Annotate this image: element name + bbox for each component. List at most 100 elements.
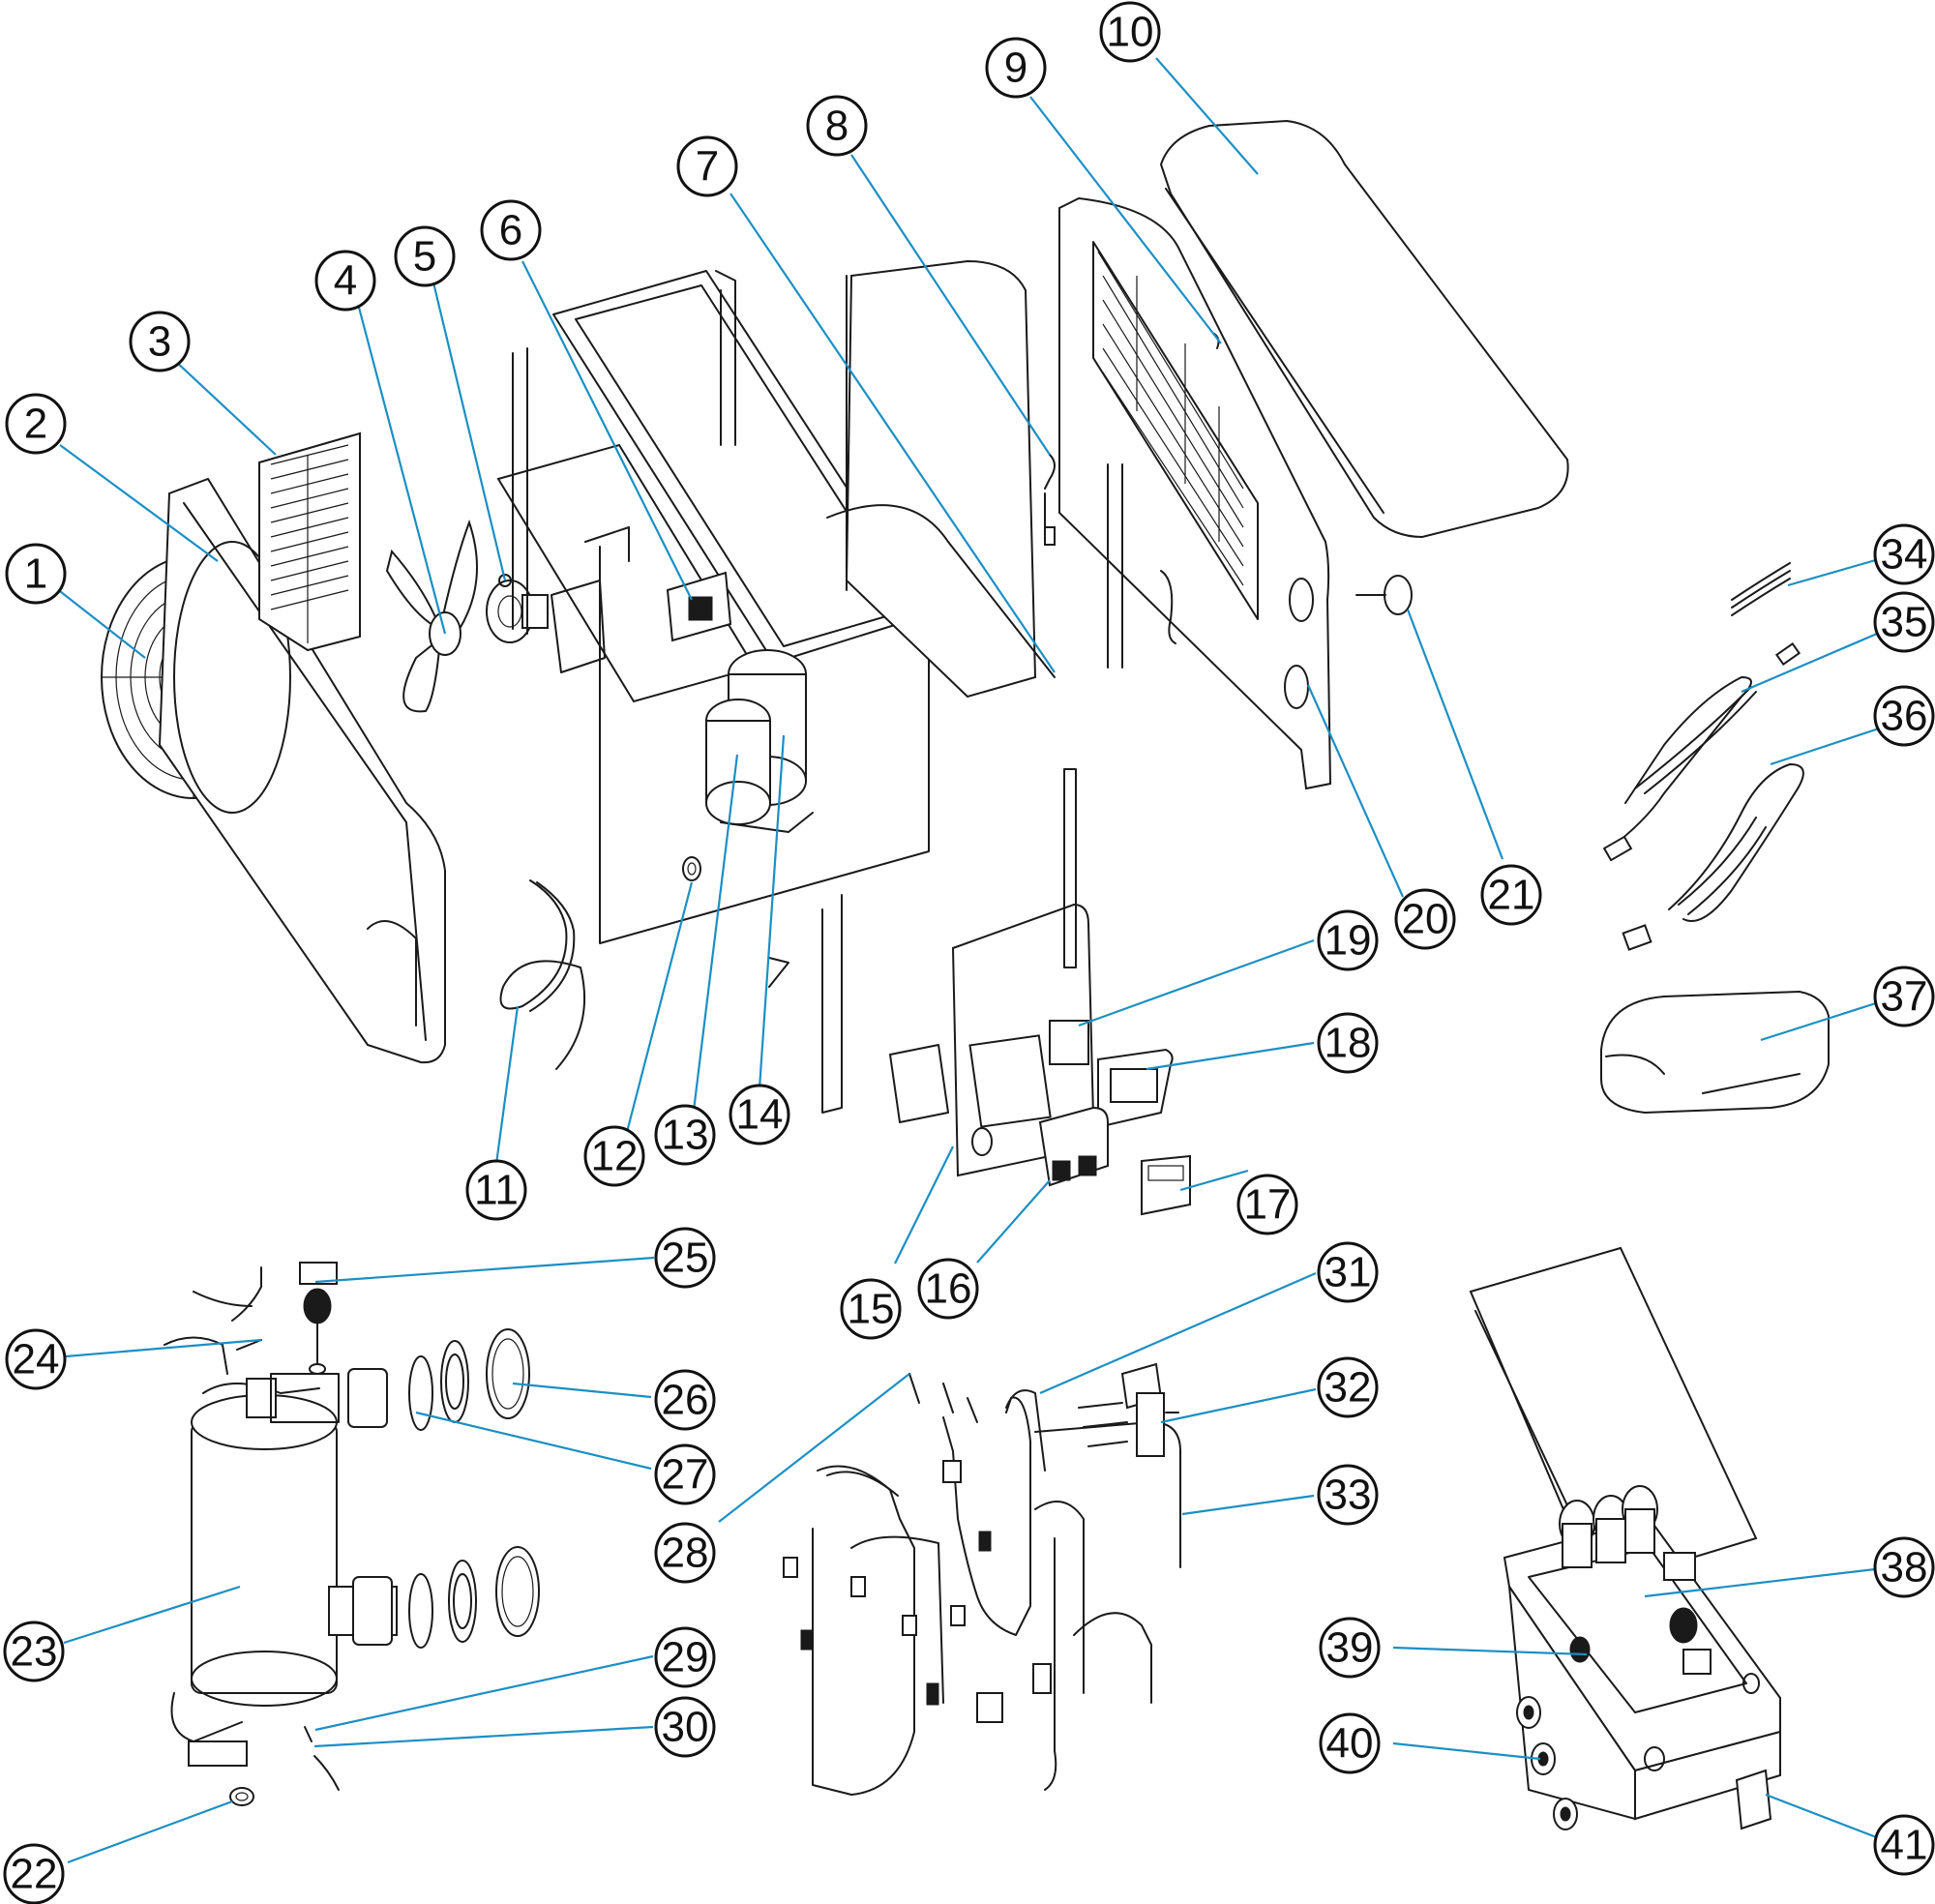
leader-37 — [1760, 999, 1883, 1042]
leader-4 — [356, 303, 447, 635]
callout-21: 21 — [1480, 864, 1542, 926]
callout-7-label: 7 — [696, 143, 719, 191]
callout-4-label: 4 — [334, 257, 357, 305]
callout-3-label: 3 — [148, 318, 171, 366]
leader-38 — [1644, 1567, 1876, 1598]
terminal-block-cover — [1038, 1106, 1109, 1187]
callout-13: 13 — [654, 1104, 716, 1166]
fan-motor — [486, 574, 549, 643]
callout-33: 33 — [1317, 1464, 1379, 1526]
callout-26: 26 — [654, 1369, 716, 1431]
leader-35 — [1741, 632, 1878, 694]
evaporator-grille — [258, 431, 361, 652]
leader-40 — [1392, 1741, 1541, 1761]
leader-39 — [1392, 1646, 1588, 1656]
leader-10 — [1155, 57, 1259, 175]
callout-30-label: 30 — [662, 1704, 709, 1751]
leader-15 — [894, 1145, 954, 1264]
pressure-gauge — [1355, 575, 1413, 615]
callout-32: 32 — [1317, 1356, 1379, 1418]
callout-27: 27 — [654, 1443, 716, 1505]
callout-40: 40 — [1319, 1712, 1381, 1774]
callout-4: 4 — [314, 250, 376, 312]
refrigerant-piping — [783, 1373, 1181, 1796]
callout-17: 17 — [1236, 1174, 1298, 1235]
callout-36: 36 — [1873, 685, 1935, 747]
callout-35: 35 — [1873, 591, 1935, 653]
callout-16-label: 16 — [925, 1265, 972, 1313]
callout-31-label: 31 — [1325, 1249, 1372, 1296]
leader-1 — [55, 587, 146, 659]
callout-39: 39 — [1319, 1617, 1381, 1679]
callout-10: 10 — [1099, 1, 1161, 63]
capillary-tube — [499, 879, 586, 1070]
display-bracket — [1097, 1048, 1174, 1129]
callout-32-label: 32 — [1325, 1364, 1372, 1412]
leader-11 — [494, 1005, 520, 1165]
callout-13-label: 13 — [662, 1112, 709, 1159]
leader-19 — [1078, 938, 1315, 1027]
callout-29: 29 — [654, 1626, 716, 1688]
leader-29 — [314, 1654, 654, 1732]
leader-12 — [625, 881, 694, 1133]
callout-18: 18 — [1317, 1012, 1379, 1074]
leader-2 — [59, 444, 219, 562]
callout-41: 41 — [1873, 1814, 1935, 1876]
callout-41-label: 41 — [1881, 1822, 1928, 1869]
leader-28 — [718, 1373, 910, 1523]
callout-37-label: 37 — [1881, 973, 1928, 1021]
leader-9 — [1029, 96, 1222, 344]
callout-11: 11 — [465, 1159, 527, 1221]
callout-18-label: 18 — [1325, 1020, 1372, 1067]
rear-panel — [1058, 196, 1332, 790]
leader-21 — [1406, 609, 1504, 860]
callout-7: 7 — [676, 135, 738, 197]
callout-19-label: 19 — [1325, 917, 1372, 965]
drain-grommet — [682, 856, 701, 881]
leader-14 — [758, 734, 786, 1089]
leader-24 — [65, 1338, 262, 1358]
callout-35-label: 35 — [1881, 599, 1928, 646]
callout-3: 3 — [129, 311, 191, 372]
callout-1: 1 — [5, 543, 67, 605]
callout-22-label: 22 — [11, 1851, 58, 1898]
leader-3 — [173, 359, 277, 456]
callout-30: 30 — [654, 1696, 716, 1758]
protective-cover — [1600, 990, 1830, 1115]
leader-25 — [314, 1256, 655, 1284]
callout-2-label: 2 — [24, 401, 47, 448]
front-panel — [158, 477, 446, 1064]
callout-12-label: 12 — [591, 1133, 639, 1180]
callout-39-label: 39 — [1326, 1624, 1374, 1672]
callout-26-label: 26 — [662, 1377, 709, 1424]
callout-23: 23 — [3, 1621, 65, 1682]
callout-33-label: 33 — [1325, 1472, 1372, 1519]
callout-5: 5 — [394, 225, 456, 287]
callout-27-label: 27 — [662, 1451, 709, 1499]
callout-22: 22 — [3, 1843, 65, 1904]
four-way-valve — [1078, 1362, 1179, 1457]
compressor — [705, 649, 814, 833]
callout-24-label: 24 — [13, 1336, 60, 1383]
callout-20: 20 — [1394, 888, 1456, 950]
callout-24: 24 — [5, 1328, 67, 1390]
callout-14-label: 14 — [736, 1091, 784, 1139]
callout-15-label: 15 — [848, 1286, 895, 1333]
callout-28: 28 — [654, 1522, 716, 1584]
callout-15: 15 — [840, 1278, 902, 1340]
callout-36-label: 36 — [1881, 693, 1928, 740]
leader-17 — [1179, 1169, 1249, 1192]
leader-22 — [67, 1800, 233, 1864]
side-panel — [826, 259, 1056, 699]
callout-29-label: 29 — [662, 1634, 709, 1681]
callout-9-label: 9 — [1004, 45, 1027, 92]
callout-6: 6 — [480, 199, 542, 261]
leader-18 — [1146, 1041, 1315, 1071]
callout-34-label: 34 — [1881, 531, 1928, 579]
leader-26 — [512, 1382, 652, 1399]
top-cover — [1159, 119, 1569, 539]
fan-blade — [385, 520, 478, 713]
leader-6 — [521, 260, 693, 601]
leader-41 — [1765, 1793, 1880, 1840]
controller-display — [1141, 1154, 1191, 1216]
